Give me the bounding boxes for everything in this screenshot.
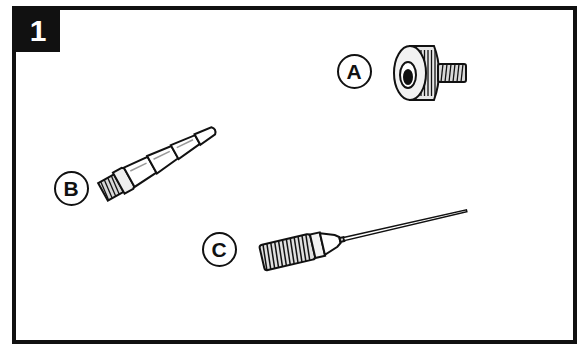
callout-letter: B <box>54 171 89 206</box>
callout-text: C <box>211 239 226 260</box>
callout-letter: C <box>202 232 237 267</box>
detail-stroke <box>434 50 435 96</box>
detail-stroke <box>427 50 428 96</box>
callout-text: A <box>346 61 361 82</box>
detail-stroke <box>457 64 459 82</box>
detail-stroke <box>461 64 463 82</box>
callout-text: B <box>63 178 78 199</box>
detail-stroke <box>445 64 447 82</box>
step-number: 1 <box>16 10 60 52</box>
detail-stroke <box>441 64 443 82</box>
detail-stroke <box>449 64 451 82</box>
detail-stroke <box>431 50 432 96</box>
tapered-nozzle <box>97 119 221 202</box>
detail-stroke <box>453 64 455 82</box>
step-number-text: 1 <box>30 16 47 46</box>
inflation-needle <box>259 198 469 271</box>
callout-letter: A <box>337 54 372 89</box>
panel-frame <box>14 8 575 342</box>
knurled-adapter <box>394 46 466 100</box>
